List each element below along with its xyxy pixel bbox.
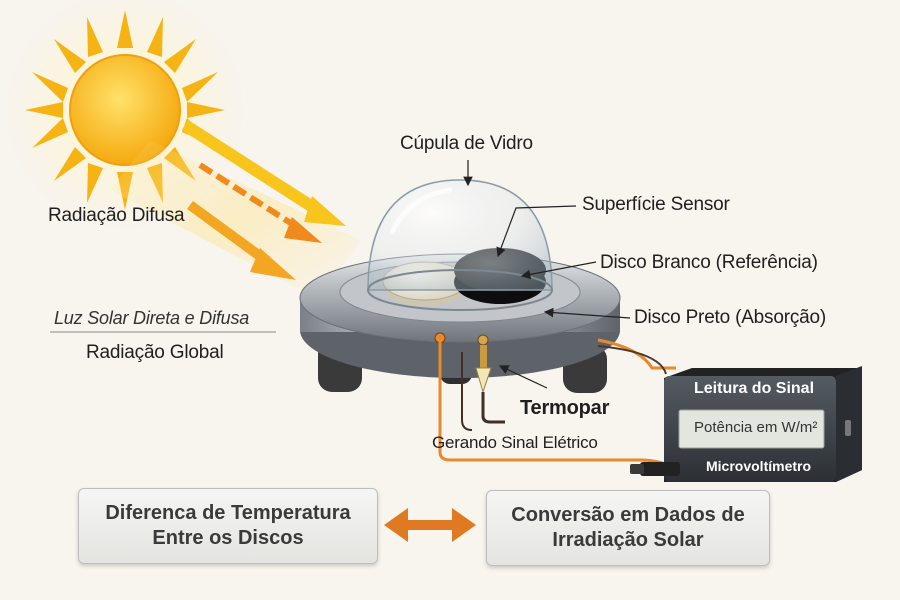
temperature-difference-line1: Diferenca de Temperatura [105,502,351,524]
diffuse-ray-arrow-2 [187,200,296,280]
double-arrow [384,508,476,542]
thermocouple-label: Termopar [520,397,610,419]
meter-title: Leitura do Sinal [694,380,815,397]
direct-diffuse-light-label: Luz Solar Direta e Difusa [54,308,250,328]
global-radiation-label: Radiação Global [86,342,224,363]
meter-display: Potência em W/m² [694,419,818,436]
diffuse-ray-arrow-1 [198,162,322,243]
irradiance-conversion-line2: Irradiação Solar [552,529,704,551]
irradiance-conversion-line1: Conversão em Dados de [511,504,745,526]
white-disc-label: Disco Branco (Referência) [600,252,818,273]
leader-lines [463,160,631,389]
diffuse-radiation-label: Radiação Difusa [48,205,185,226]
temperature-difference-line2: Entre os Discos [152,527,304,549]
direct-ray-arrow [181,119,346,226]
temperature-difference-box: Diferenca de Temperatura Entre os Discos [78,488,378,564]
thermocouple-probes [434,332,492,394]
sensor-surface-label: Superfície Sensor [582,194,730,215]
irradiance-conversion-box: Conversão em Dados de Irradiação Solar [486,490,770,566]
black-disc-label: Disco Preto (Absorção) [634,307,827,328]
dome-label: Cúpula de Vidro [400,133,533,154]
microvoltmeter [630,366,862,482]
glass-dome [367,179,553,311]
meter-name: Microvoltímetro [706,458,812,474]
light-beam [110,140,360,300]
generating-signal-label: Gerando Sinal Elétrico [432,433,598,452]
